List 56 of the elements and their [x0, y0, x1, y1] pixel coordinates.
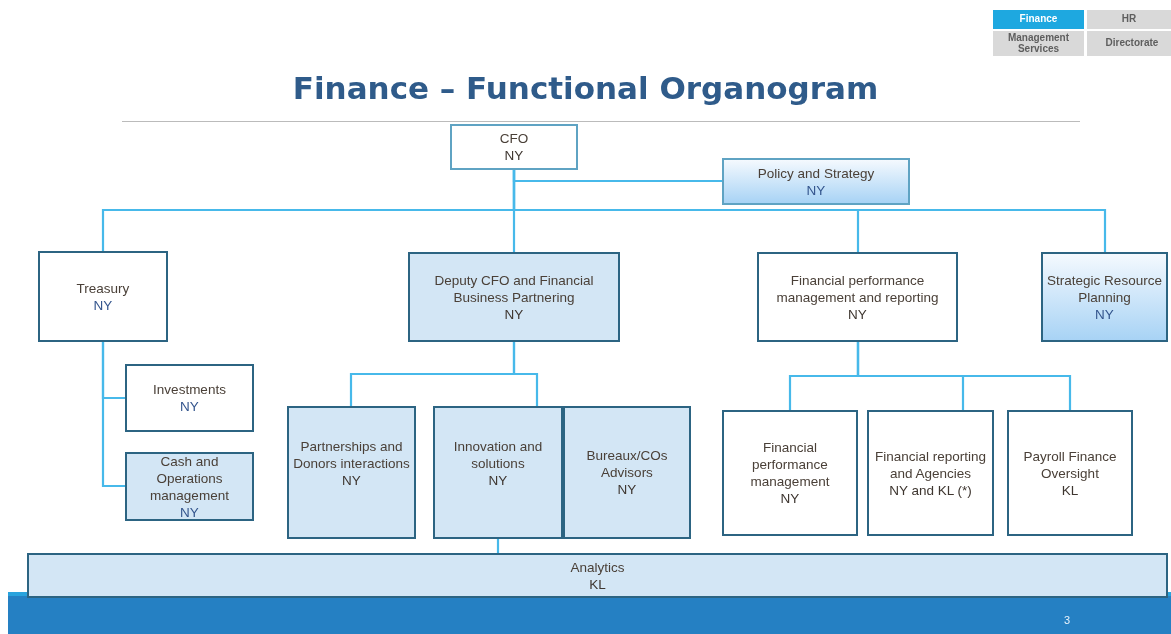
- org-unit-box: [1041, 252, 1168, 342]
- unit-name: Deputy CFO and Financial Business Partnering: [433, 271, 595, 306]
- nav-tab: Finance: [993, 10, 1084, 29]
- location-code: NY: [617, 481, 637, 498]
- unit-name: Payroll Finance Oversight: [1022, 447, 1118, 482]
- unit-name: Investments: [153, 381, 226, 398]
- connector-line: [512, 170, 1107, 252]
- slide-title: Finance – Functional Organogram: [291, 70, 880, 106]
- location-code: NY: [848, 305, 867, 323]
- unit-name: Strategic Resource Planning: [1047, 271, 1162, 306]
- org-unit-box: [867, 410, 994, 536]
- org-unit-box: [450, 124, 578, 170]
- unit-name: Bureaux/COs Advisors: [585, 447, 669, 481]
- unit-name: Policy and Strategy: [757, 164, 875, 182]
- unit-name: CFO: [499, 130, 529, 147]
- unit-name: Analytics: [570, 558, 625, 576]
- location-code: NY: [1095, 305, 1114, 323]
- location-code: NY: [342, 472, 361, 489]
- org-unit-box: [125, 452, 254, 521]
- location-code: NY: [488, 472, 508, 489]
- unit-name: Partnerships and Donors interactions: [293, 438, 410, 472]
- location-code: NY and KL (*): [889, 481, 972, 499]
- org-unit-box: [722, 158, 910, 205]
- connector-line: [496, 539, 500, 553]
- unit-name: Cash and Operations management: [149, 452, 230, 504]
- org-unit-box: [287, 406, 416, 539]
- nav-tab: Management Services: [993, 31, 1084, 56]
- nav-tab: Directorate: [1087, 31, 1171, 56]
- unit-name: Financial performance management and reporting: [775, 271, 940, 306]
- location-code: NY: [504, 147, 524, 164]
- org-unit-box: [408, 252, 620, 342]
- location-code: KL: [589, 575, 606, 593]
- org-unit-box: [563, 406, 691, 539]
- org-unit-box: [433, 406, 563, 539]
- unit-name: Financial performance management: [749, 439, 831, 490]
- location-code: NY: [806, 181, 826, 199]
- org-unit-box: [757, 252, 958, 342]
- connector-line: [512, 342, 539, 406]
- unit-name: Innovation and solutions: [452, 438, 544, 472]
- location-code: NY: [93, 296, 113, 314]
- unit-name: Treasury: [76, 279, 130, 297]
- org-unit-box: [125, 364, 254, 432]
- location-code: NY: [180, 503, 199, 521]
- location-code: NY: [180, 398, 199, 415]
- connector-line: [856, 342, 1072, 410]
- connector-line: [101, 342, 125, 488]
- org-unit-box: [722, 410, 858, 536]
- location-code: NY: [780, 490, 800, 507]
- page-number: 3: [1064, 614, 1071, 626]
- org-unit-box: [27, 553, 1168, 598]
- org-unit-box: [1007, 410, 1133, 536]
- location-code: KL: [1061, 481, 1079, 499]
- nav-tab: HR: [1087, 10, 1171, 29]
- unit-name: Financial reporting and Agencies: [873, 447, 988, 482]
- location-code: NY: [504, 305, 524, 323]
- org-unit-box: [38, 251, 168, 342]
